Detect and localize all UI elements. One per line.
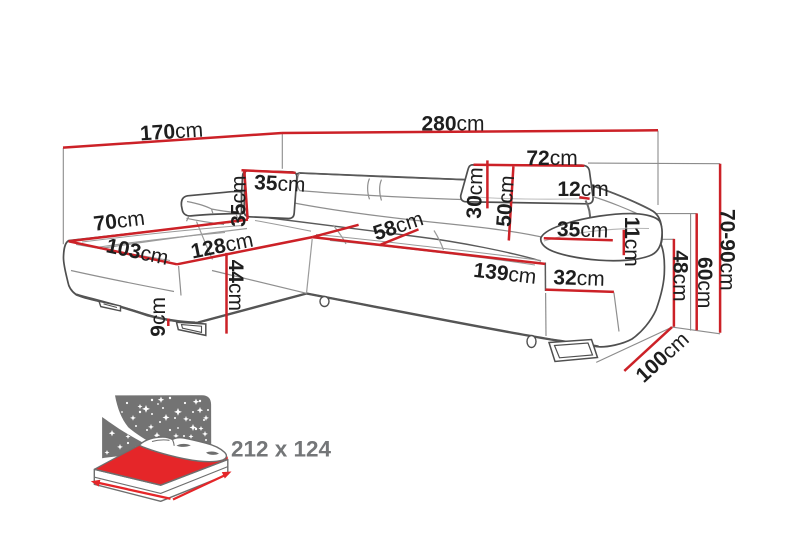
svg-text:32cm: 32cm <box>553 266 605 291</box>
svg-text:72cm: 72cm <box>526 147 577 170</box>
svg-text:60cm: 60cm <box>693 257 716 308</box>
svg-text:50cm: 50cm <box>493 175 520 228</box>
svg-text:30cm: 30cm <box>463 167 488 219</box>
svg-text:12cm: 12cm <box>557 178 608 201</box>
svg-text:48cm: 48cm <box>668 250 691 301</box>
svg-text:139cm: 139cm <box>472 259 537 289</box>
svg-text:35cm: 35cm <box>228 176 251 227</box>
svg-text:9cm: 9cm <box>147 297 170 337</box>
svg-text:212 x 124: 212 x 124 <box>231 436 332 461</box>
svg-text:170cm: 170cm <box>139 119 203 146</box>
svg-text:35cm: 35cm <box>254 171 306 197</box>
svg-text:11cm: 11cm <box>620 217 643 267</box>
svg-text:44cm: 44cm <box>224 260 247 311</box>
svg-text:103cm: 103cm <box>104 234 170 270</box>
svg-text:35cm: 35cm <box>557 218 609 243</box>
svg-text:70cm: 70cm <box>92 207 146 236</box>
svg-text:70-90cm: 70-90cm <box>716 209 739 291</box>
svg-text:280cm: 280cm <box>421 113 484 136</box>
